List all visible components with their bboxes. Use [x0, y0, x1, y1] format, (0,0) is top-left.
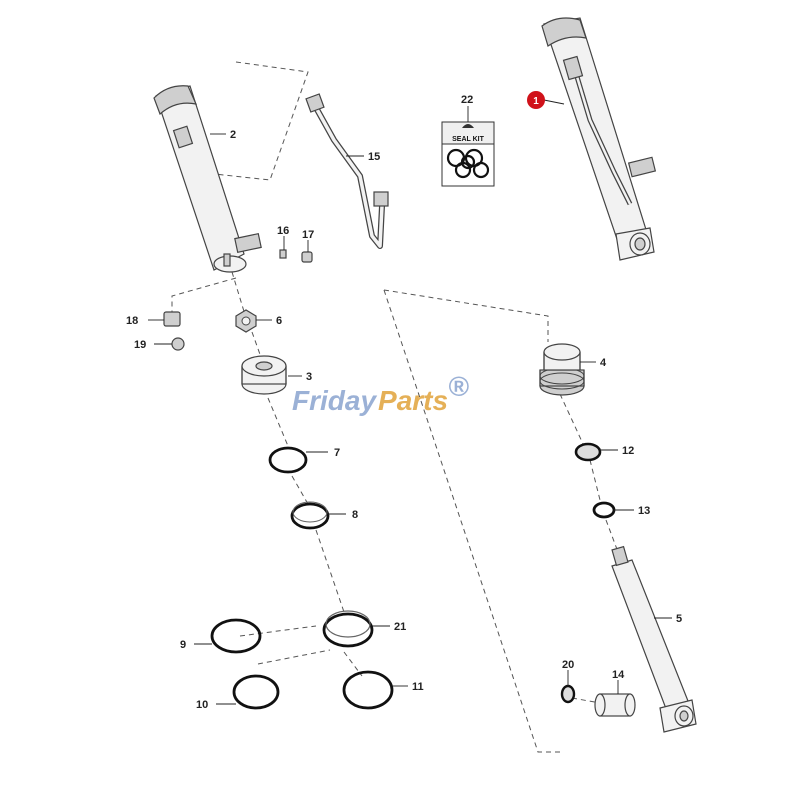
callout-1[interactable]: 1: [533, 96, 539, 107]
callout-12[interactable]: 12: [622, 445, 634, 457]
callout-13[interactable]: 13: [638, 505, 650, 517]
callout-8[interactable]: 8: [352, 509, 358, 521]
part-10-seal[interactable]: [232, 674, 280, 710]
callout-5[interactable]: 5: [676, 613, 682, 625]
callout-22[interactable]: 22: [461, 94, 473, 106]
part-3-piston[interactable]: [241, 355, 287, 395]
part-19-nut[interactable]: [171, 337, 185, 351]
part-12-seal[interactable]: [574, 442, 602, 462]
part-15-hydraulic-tube[interactable]: [305, 93, 389, 249]
part-2-cylinder-barrel[interactable]: [153, 85, 262, 273]
callout-14[interactable]: 14: [612, 669, 625, 681]
callout-2[interactable]: 2: [230, 129, 236, 141]
callout-4[interactable]: 4: [600, 357, 607, 369]
assembly-dashed-lines: [171, 61, 619, 753]
callout-17[interactable]: 17: [302, 229, 314, 241]
callout-3[interactable]: 3: [306, 371, 312, 383]
callout-15[interactable]: 15: [368, 151, 380, 163]
part-17-plug[interactable]: [301, 251, 313, 263]
callout-1-highlight-marker[interactable]: [527, 91, 545, 109]
part-16-fitting[interactable]: [279, 249, 287, 259]
part-20-washer[interactable]: [560, 684, 576, 704]
seal-kit-label: SEAL KIT: [452, 136, 484, 143]
callout-21[interactable]: 21: [394, 621, 406, 633]
part-1-complete-cylinder[interactable]: [541, 17, 657, 261]
callout-6[interactable]: 6: [276, 315, 282, 327]
part-5-piston-rod[interactable]: [611, 545, 697, 733]
callout-9[interactable]: 9: [180, 639, 186, 651]
callout-leaders: [148, 99, 672, 705]
part-11-seal[interactable]: [342, 670, 394, 710]
callout-16[interactable]: 16: [277, 225, 289, 237]
callout-11[interactable]: 11: [412, 681, 424, 693]
part-22-seal-kit[interactable]: SEAL KIT: [441, 121, 495, 187]
part-18-fitting[interactable]: [163, 311, 181, 327]
fridayparts-watermark: FridayParts®: [292, 371, 469, 416]
part-13-seal[interactable]: [592, 501, 616, 519]
callout-10[interactable]: 10: [196, 699, 208, 711]
callout-labels: 1 2 3 4 5 6 7 8 9 10 11 12 13 14 15 16 1…: [126, 91, 682, 711]
callout-20[interactable]: 20: [562, 659, 574, 671]
part-7-seal[interactable]: [268, 446, 308, 474]
part-4-gland[interactable]: [539, 343, 585, 396]
callout-7[interactable]: 7: [334, 447, 340, 459]
part-14-bushing[interactable]: [594, 693, 636, 717]
part-21-wear-ring[interactable]: [322, 610, 374, 648]
part-6-lock-nut[interactable]: [235, 309, 257, 333]
callout-19[interactable]: 19: [134, 339, 146, 351]
callout-18[interactable]: 18: [126, 315, 138, 327]
watermark-logo-text: FridayParts®: [292, 371, 469, 416]
part-9-seal[interactable]: [210, 618, 262, 654]
part-8-seal[interactable]: [290, 501, 330, 530]
